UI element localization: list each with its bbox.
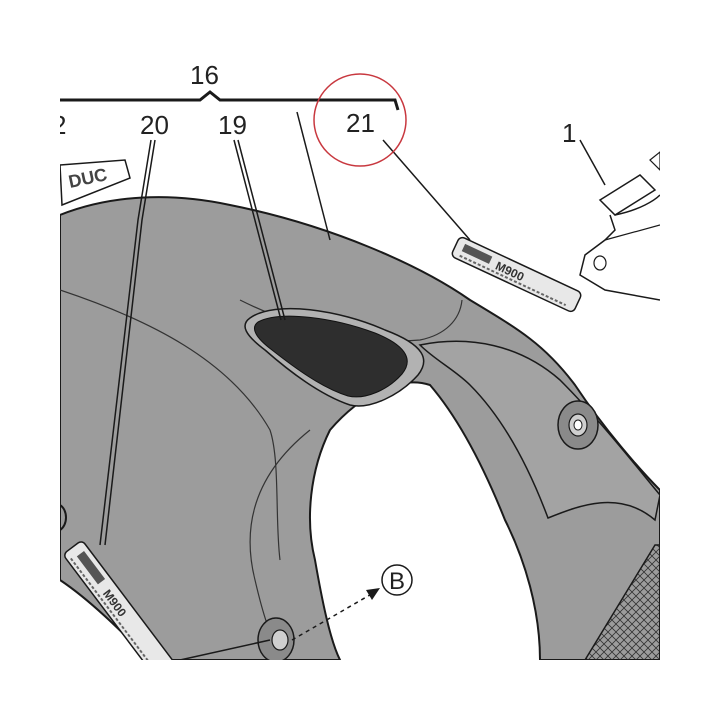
- callout-20: 20: [140, 110, 169, 140]
- highlight-circle: [313, 73, 407, 167]
- leader-16-sub: [296, 111, 331, 241]
- leader-21: [382, 139, 471, 241]
- grommet-right: [557, 400, 599, 450]
- seat-recess-pad: [254, 315, 408, 398]
- leader-lines: [99, 111, 606, 661]
- leader-1: [579, 139, 606, 186]
- group-bracket-16: [60, 90, 400, 111]
- leader-19-b: [233, 139, 282, 321]
- leader-20: [104, 139, 156, 546]
- tail-fairing: [60, 196, 660, 660]
- reference-B-label: B: [389, 568, 405, 595]
- callout-19: 19: [218, 110, 247, 140]
- margin-right: [660, 0, 720, 720]
- leader-19: [237, 139, 286, 321]
- inner-panel: [418, 340, 660, 522]
- leader-B-line: [179, 639, 271, 661]
- partial-fastener-left: [60, 504, 67, 531]
- arrow-head-B: [366, 588, 380, 600]
- bracket-part-1: [579, 151, 660, 301]
- callout-16: 16: [190, 60, 219, 90]
- logo-decal-partial: DUC: [60, 159, 131, 207]
- reference-B: B: [381, 564, 413, 596]
- margin-left: [0, 0, 60, 720]
- fairing-edge-line: [60, 289, 281, 561]
- margin-bottom: [0, 660, 720, 720]
- leader-20-b: [99, 139, 152, 546]
- decal-20: M900: [64, 541, 175, 660]
- tail-fairing-body: [60, 196, 660, 660]
- grommet-bottom: [257, 617, 295, 660]
- callout-1: 1: [562, 118, 576, 148]
- callout-21: 21: [346, 108, 375, 138]
- reflector-part: [584, 544, 660, 660]
